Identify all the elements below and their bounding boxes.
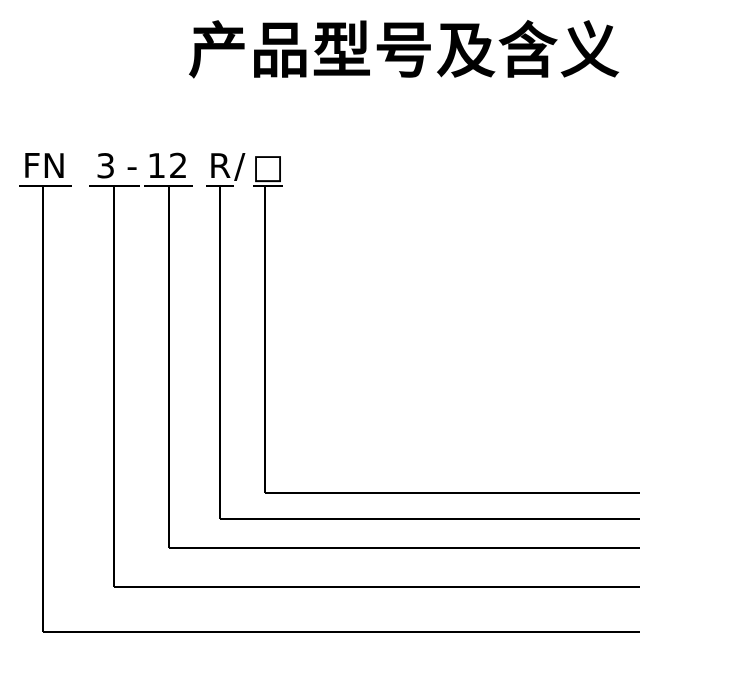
diagram-title: 产品型号及含义 [188, 17, 622, 87]
code-rated-voltage: 12 [146, 147, 190, 187]
code-placeholder: □ [252, 147, 285, 187]
code-fuse-suffix: R [208, 147, 232, 187]
code-slash: / [234, 147, 246, 187]
code-prefix: FN [22, 147, 67, 187]
code-design-number: 3 [95, 147, 117, 187]
code-separator: - [126, 147, 139, 187]
